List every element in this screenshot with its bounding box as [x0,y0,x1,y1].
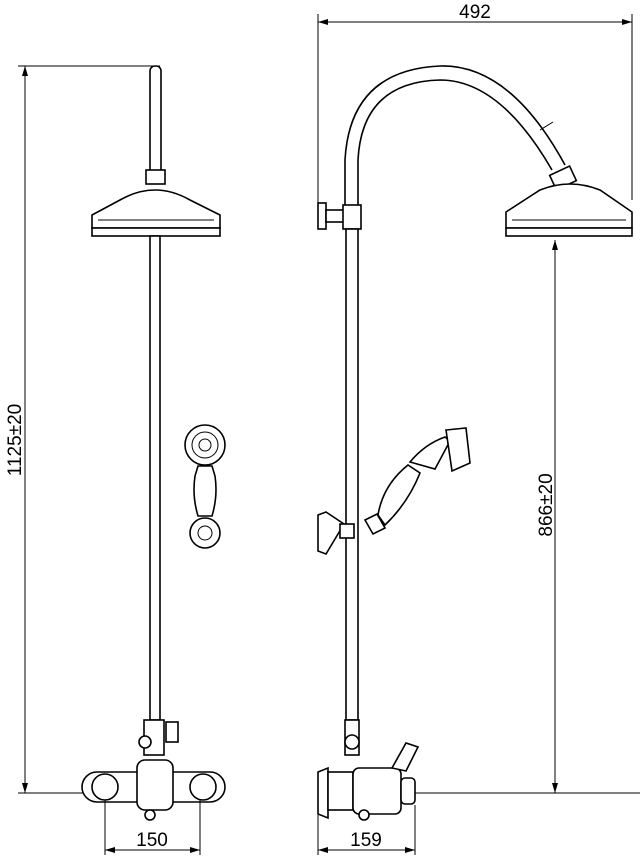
riser-rail-side [345,228,359,721]
dimension-side-projection: 159 [317,805,416,855]
side-projection-label: 159 [350,830,382,851]
head-height-label: 866±20 [536,473,557,536]
dimension-overall-width: 492 [317,2,633,205]
overall-width-label: 492 [459,2,491,23]
shower-head-front [91,189,221,237]
shower-head-side [505,183,633,237]
mixer-side [317,719,420,821]
shower-arm-front [145,65,166,185]
dimension-head-height: 866±20 [400,240,640,794]
dimension-front-width: 150 [104,800,201,855]
mixer-front [81,719,226,821]
dimension-total-height: 1125±20 [5,65,160,794]
total-height-label: 1125±20 [5,404,26,476]
riser-rail-front [149,235,161,721]
side-view: 492 [317,2,640,855]
wall-bracket-top [317,202,362,230]
front-view: 1125±20 [5,65,226,855]
hand-shower-front [184,424,226,549]
gooseneck-arm [344,65,578,205]
front-width-label: 150 [136,830,168,851]
hand-shower-side [317,427,471,555]
